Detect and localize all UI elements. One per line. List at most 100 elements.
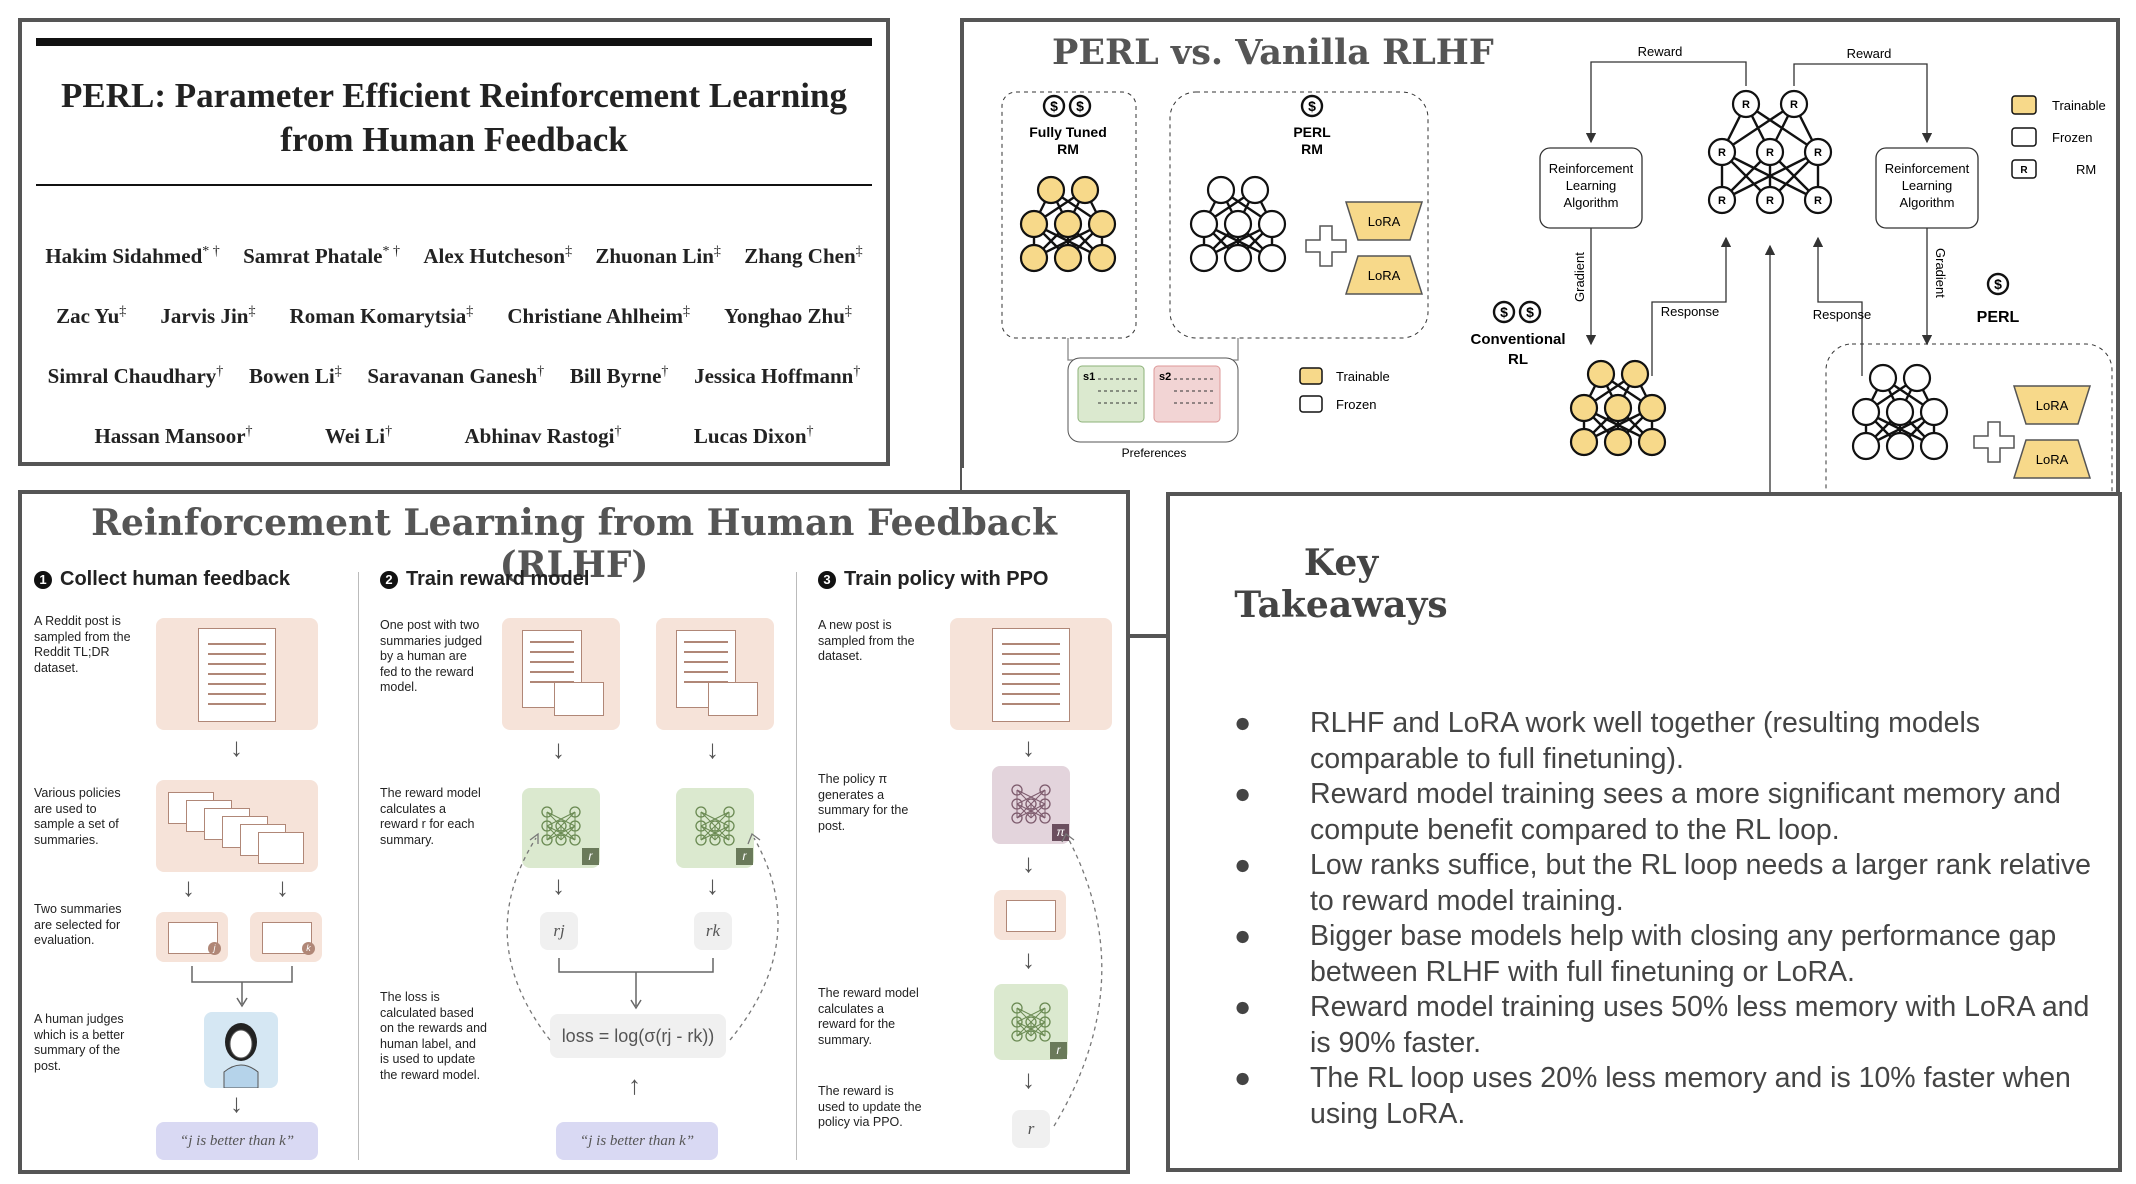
dollar-icon bbox=[1042, 94, 1066, 118]
network-edge bbox=[1016, 1007, 1032, 1023]
takeaway-item: ●Reward model training uses 50% less mem… bbox=[1234, 991, 2090, 1059]
step2-desc-1: One post with two summaries judged by a … bbox=[380, 618, 483, 694]
frozen-node bbox=[1851, 431, 1881, 461]
network-node bbox=[541, 834, 553, 846]
network-edge bbox=[1721, 103, 1795, 153]
network-node bbox=[1011, 1016, 1023, 1028]
rm-node bbox=[1803, 185, 1833, 215]
dollar-symbol: $ bbox=[1308, 98, 1316, 114]
network-node bbox=[569, 806, 581, 818]
legend-trainable-label: Trainable bbox=[2052, 98, 2106, 113]
step2-desc-2: The reward model calculates a reward r f… bbox=[380, 786, 481, 847]
dollar-icon bbox=[1492, 300, 1516, 324]
takeaways-title: Key Takeaways bbox=[1234, 542, 1448, 626]
network-node bbox=[555, 834, 567, 846]
network-edge bbox=[560, 825, 576, 841]
trainable-node bbox=[1087, 209, 1117, 239]
new-post-card bbox=[950, 618, 1112, 730]
rm-node-label: R bbox=[1790, 99, 1798, 111]
network-node bbox=[1039, 1016, 1051, 1028]
lora-adapter-bottom bbox=[1344, 255, 1424, 295]
network-edge bbox=[546, 811, 562, 827]
arrow-down-icon: ↓ bbox=[182, 872, 195, 902]
takeaway-item: ●Low ranks suffice, but the RL loop need… bbox=[1234, 849, 2092, 917]
step3-desc-3: The reward model calculates a reward for… bbox=[818, 986, 919, 1047]
author: Yonghao Zhu‡ bbox=[724, 304, 852, 328]
summaries-card bbox=[156, 780, 318, 872]
rm-node-label: R bbox=[1718, 195, 1726, 207]
arrow-down-icon: ↓ bbox=[706, 870, 719, 900]
ppo-feedback-arrow bbox=[1053, 833, 1103, 1127]
network-node bbox=[1011, 798, 1023, 810]
network-node bbox=[1025, 798, 1037, 810]
authors-row: Simral Chaudhary† Bowen Li‡ Saravanan Ga… bbox=[22, 364, 886, 389]
rm-node bbox=[1707, 185, 1737, 215]
network-edge bbox=[714, 811, 730, 827]
network-edge bbox=[1016, 1021, 1032, 1037]
frozen-node bbox=[1206, 175, 1236, 205]
frozen-node bbox=[1223, 243, 1253, 273]
network-edge bbox=[1030, 1021, 1046, 1037]
legend-trainable-swatch bbox=[2011, 95, 2037, 115]
trainable-node bbox=[1053, 243, 1083, 273]
person-icon bbox=[223, 1023, 259, 1089]
lora-label: LoRA bbox=[1368, 214, 1401, 229]
paper-title-line1: PERL: Parameter Efficient Reinforcement … bbox=[61, 76, 847, 115]
summary-s2 bbox=[1153, 365, 1221, 423]
rm-node bbox=[1755, 137, 1785, 167]
summary-icon bbox=[554, 682, 604, 716]
reward-label: Reward bbox=[1638, 44, 1683, 59]
legend-frozen-label: Frozen bbox=[2052, 130, 2092, 145]
network-node bbox=[1025, 1030, 1037, 1042]
trainable-node bbox=[1036, 175, 1066, 205]
frozen-node bbox=[1919, 397, 1949, 427]
network-icons bbox=[541, 784, 1051, 1042]
rlhf-panel: Reinforcement Learning from Human Feedba… bbox=[18, 490, 1130, 1174]
takeaway-item: ●RLHF and LoRA work well together (resul… bbox=[1234, 707, 1981, 775]
rm-node bbox=[1779, 89, 1809, 119]
network-node bbox=[723, 834, 735, 846]
rm-node bbox=[1755, 185, 1785, 215]
author: Samrat Phatale* † bbox=[243, 244, 400, 268]
loss-formula: loss = log(σ(rj - rk)) bbox=[550, 1014, 726, 1058]
summary-j-card: j bbox=[156, 912, 228, 962]
arrow-down-icon: ↓ bbox=[1022, 944, 1035, 974]
takeaway-item: ●Reward model training sees a more signi… bbox=[1234, 778, 2061, 846]
authors-row: Zac Yu‡ Jarvis Jin‡ Roman Komarytsia‡ Ch… bbox=[22, 304, 886, 329]
response-arrow-conventional bbox=[1651, 236, 1732, 376]
network-edge bbox=[700, 811, 716, 827]
author: Zac Yu‡ bbox=[56, 304, 127, 328]
network-edge bbox=[700, 825, 716, 841]
arrow-down-icon: ↓ bbox=[1022, 1064, 1035, 1094]
bullet-icon: ● bbox=[1234, 707, 1252, 739]
network-edge bbox=[1721, 150, 1819, 202]
reward-label: Reward bbox=[1847, 46, 1892, 61]
dollar-symbol: $ bbox=[1994, 276, 2002, 292]
rm-node bbox=[1707, 137, 1737, 167]
summary-s1 bbox=[1077, 365, 1145, 423]
author: Jarvis Jin‡ bbox=[160, 304, 256, 328]
frozen-node bbox=[1189, 209, 1219, 239]
summary-k-card: k bbox=[250, 912, 322, 962]
network-node bbox=[723, 806, 735, 818]
trainable-node bbox=[1586, 359, 1616, 389]
merge-connector bbox=[191, 966, 293, 1008]
legend-frozen-swatch bbox=[2011, 127, 2037, 147]
arrow-down-icon: ↓ bbox=[276, 872, 289, 902]
s1-label: s1 bbox=[1083, 371, 1095, 383]
column-divider bbox=[358, 572, 359, 1160]
reward-badge: r bbox=[736, 848, 753, 865]
arrow-down-icon: ↓ bbox=[230, 732, 243, 762]
frozen-node bbox=[1189, 243, 1219, 273]
lora-label: LoRA bbox=[1368, 268, 1401, 283]
summary-icon bbox=[708, 682, 758, 716]
network-edge bbox=[1030, 1007, 1046, 1023]
legend-rm-label: RM bbox=[2076, 162, 2096, 177]
lora-label: LoRA bbox=[2036, 452, 2069, 467]
reward-input-j bbox=[502, 618, 620, 730]
